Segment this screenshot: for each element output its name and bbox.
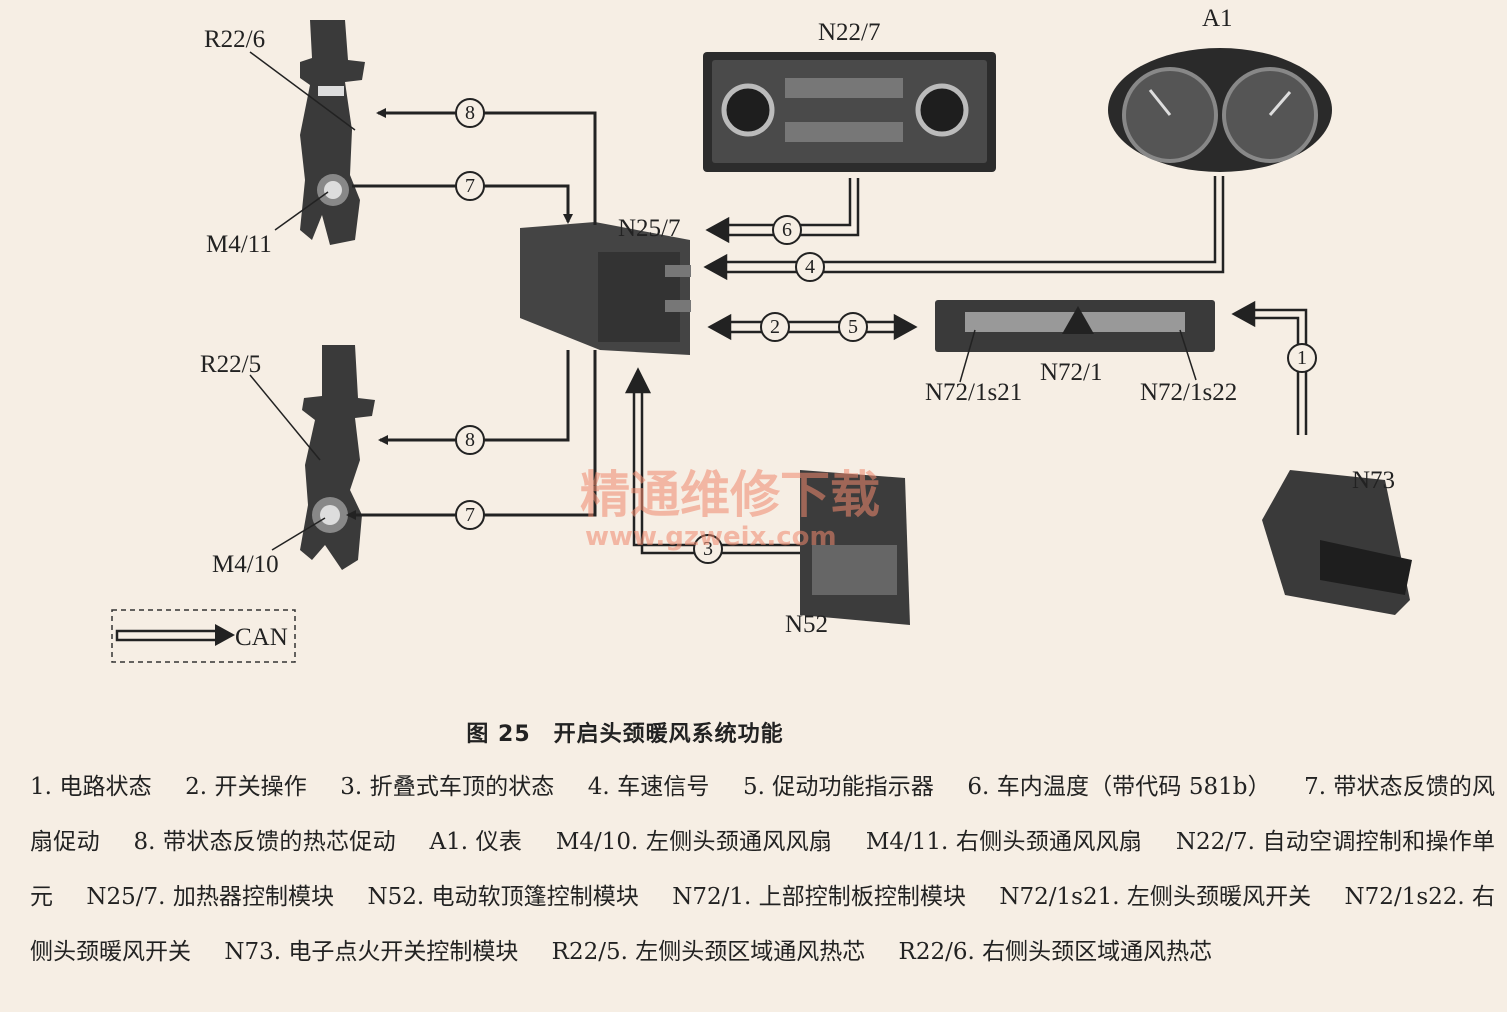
leader-lines (249, 51, 1197, 551)
component-labels: R22/6 M4/11 R22/5 M4/10 N22/7 A1 N25/7 N… (200, 5, 1395, 638)
legend-item: 8. 带状态反馈的热芯促动 (133, 829, 396, 855)
badge-8-top: 8 (455, 98, 485, 128)
svg-text:7: 7 (465, 175, 475, 197)
label-a1: A1 (1202, 5, 1233, 32)
legend-item: 3. 折叠式车顶的状态 (340, 774, 555, 800)
badge-1: 1 (1287, 343, 1317, 373)
svg-text:8: 8 (465, 429, 475, 451)
watermark: 精通维修下载 www.gzweix.com (580, 466, 880, 552)
svg-text:精通维修下载: 精通维修下载 (580, 466, 880, 524)
legend-item: 1. 电路状态 (30, 774, 152, 800)
n25-7-heater-module (520, 222, 691, 355)
svg-text:6: 6 (782, 219, 792, 241)
svg-text:8: 8 (465, 102, 475, 124)
legend-item: R22/6. 右侧头颈区域通风热芯 (898, 939, 1213, 965)
r22-5-m4-10-assembly (300, 345, 375, 570)
legend-item: N52. 电动软顶篷控制模块 (367, 884, 639, 910)
legend-item: R22/5. 左侧头颈区域通风热芯 (551, 939, 866, 965)
svg-text:1: 1 (1297, 347, 1307, 369)
svg-text:3: 3 (703, 538, 713, 560)
n52-softtop-module (800, 470, 910, 625)
legend-item: N25/7. 加热器控制模块 (86, 884, 335, 910)
legend-item: M4/10. 左侧头颈通风风扇 (555, 829, 833, 855)
legend-item: N72/1. 上部控制板控制模块 (672, 884, 967, 910)
label-n22-7: N22/7 (818, 19, 881, 46)
legend-text: 1. 电路状态 2. 开关操作 3. 折叠式车顶的状态 4. 车速信号 5. 促… (30, 760, 1495, 980)
svg-text:www.gzweix.com: www.gzweix.com (585, 522, 837, 552)
arrow-number-badges: 8 7 8 7 6 4 2 5 1 3 (455, 98, 1317, 564)
system-diagram: 8 7 8 7 6 4 2 5 1 3 R22/6 M4/11 R22/5 M4… (111, 5, 1412, 663)
svg-text:7: 7 (465, 504, 475, 526)
n22-7-climate-unit (703, 52, 996, 172)
n73-ignition-switch (1262, 470, 1412, 615)
label-n72-1: N72/1 (1040, 359, 1103, 386)
signal-lines (346, 108, 597, 520)
label-can: CAN (235, 624, 288, 651)
label-r22-5: R22/5 (200, 351, 261, 378)
label-n25-7: N25/7 (618, 215, 681, 242)
legend-item: N72/1s22. 右侧头颈暖风开关 (30, 884, 1496, 965)
label-m4-10: M4/10 (212, 551, 279, 578)
legend-item: N72/1s21. 左侧头颈暖风开关 (999, 884, 1312, 910)
legend-item: N22/7. 自动空调控制和操作单元 (30, 829, 1496, 910)
legend-item: 7. 带状态反馈的风扇促动 (30, 774, 1495, 855)
legend-item: 6. 车内温度（带代码 581b） (967, 774, 1271, 800)
badge-8-bottom: 8 (455, 425, 485, 455)
svg-text:5: 5 (848, 316, 858, 338)
label-m4-11: M4/11 (206, 231, 272, 258)
label-n72-1s22: N72/1s22 (1140, 379, 1237, 406)
legend-item: 5. 促动功能指示器 (742, 774, 934, 800)
n72-1-overhead-panel (935, 300, 1215, 352)
label-n52: N52 (785, 611, 828, 638)
svg-text:2: 2 (770, 316, 780, 338)
badge-7-top: 7 (455, 171, 485, 201)
r22-6-m4-11-assembly (300, 20, 365, 245)
badge-7-bottom: 7 (455, 500, 485, 530)
legend-item: N73. 电子点火开关控制模块 (224, 939, 519, 965)
badge-2: 2 (760, 312, 790, 342)
can-lines (624, 176, 1308, 555)
label-n72-1s21: N72/1s21 (925, 379, 1022, 406)
badge-3: 3 (693, 534, 723, 564)
svg-text:4: 4 (805, 256, 815, 278)
badge-4: 4 (795, 252, 825, 282)
can-legend: CAN (111, 609, 296, 663)
a1-instrument-cluster (1108, 48, 1332, 172)
label-r22-6: R22/6 (204, 26, 265, 53)
legend-item: 4. 车速信号 (587, 774, 710, 800)
label-n73: N73 (1352, 467, 1395, 494)
badge-5: 5 (838, 312, 868, 342)
badge-6: 6 (772, 215, 802, 245)
figure-caption: 图 25 开启头颈暖风系统功能 (466, 722, 784, 747)
legend-item: M4/11. 右侧头颈通风风扇 (865, 829, 1143, 855)
legend-item: 2. 开关操作 (185, 774, 307, 800)
legend-item: A1. 仪表 (429, 829, 523, 855)
